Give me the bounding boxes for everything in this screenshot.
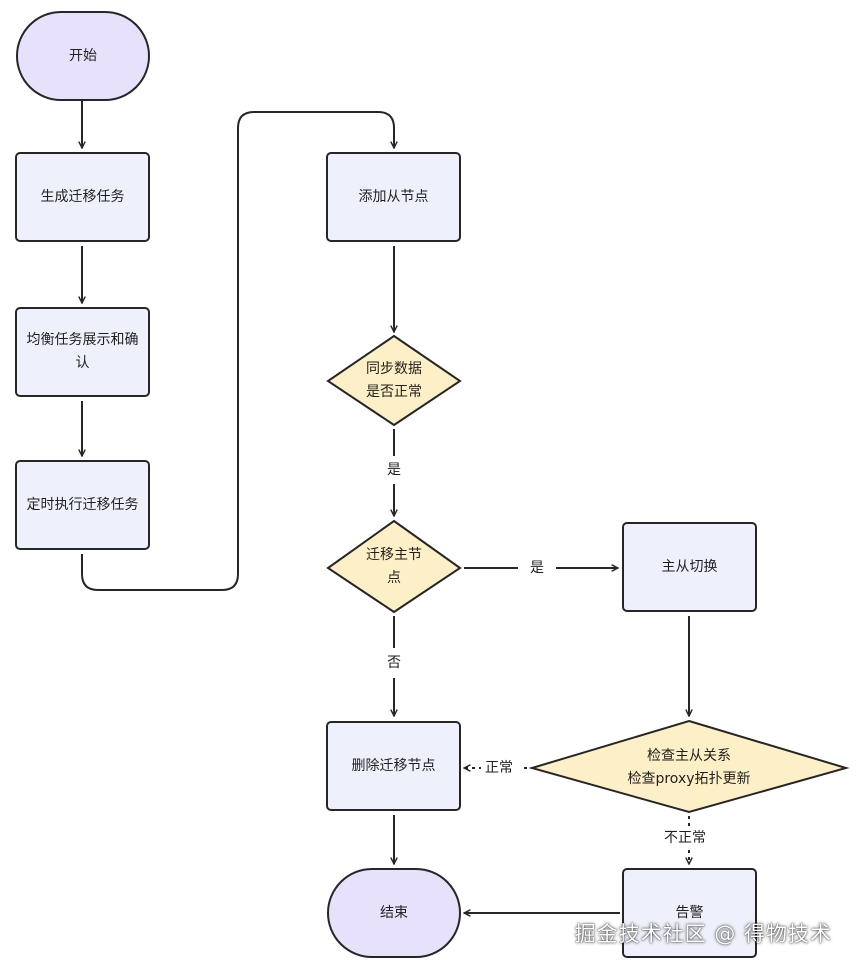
start-label: 开始: [69, 47, 97, 64]
gen-task-node: 生成迁移任务: [15, 152, 150, 242]
sync-check-line1: 同步数据: [366, 361, 422, 377]
migrate-master-diamond-shape: [326, 519, 462, 614]
gen-task-label: 生成迁移任务: [40, 188, 125, 205]
check-line2: 检查proxy拓扑更新: [627, 771, 751, 787]
balance-show-label: 均衡任务展示和确认: [26, 332, 139, 371]
check-line1: 检查主从关系: [647, 748, 731, 764]
alarm-label: 告警: [675, 904, 704, 921]
master-slave-switch-label: 主从切换: [661, 558, 718, 575]
add-slave-node: 添加从节点: [326, 152, 461, 242]
migrate-master-line2: 点: [387, 570, 401, 586]
check-diamond-shape: [528, 719, 850, 814]
check-abnormal-label: 不正常: [660, 828, 710, 848]
timed-exec-node: 定时执行迁移任务: [15, 460, 150, 550]
delete-node-label: 删除迁移节点: [351, 757, 436, 774]
alarm-node: 告警: [622, 868, 757, 958]
check-normal-label: 正常: [481, 758, 517, 778]
delete-node-node: 删除迁移节点: [326, 721, 461, 811]
add-slave-label: 添加从节点: [358, 188, 429, 205]
migrate-no-label: 否: [383, 653, 405, 673]
migrate-yes-label: 是: [526, 558, 548, 578]
sync-check-line2: 是否正常: [366, 384, 422, 400]
edge-timed-to-add-slave: [81, 111, 394, 591]
end-label: 结束: [380, 904, 408, 921]
migrate-master-line1: 迁移主节: [366, 547, 422, 563]
sync-check-diamond: 同步数据 是否正常: [334, 356, 454, 406]
end-node: 结束: [327, 868, 461, 958]
sync-yes-label: 是: [383, 460, 405, 480]
check-diamond: 检查主从关系 检查proxy拓扑更新: [589, 743, 789, 793]
timed-exec-label: 定时执行迁移任务: [26, 496, 139, 513]
start-node: 开始: [16, 11, 150, 101]
master-slave-switch-node: 主从切换: [622, 522, 757, 612]
balance-show-node: 均衡任务展示和确认: [15, 307, 150, 397]
watermark-text: 掘金技术社区 @ 得物技术: [574, 922, 832, 946]
migrate-master-diamond: 迁移主节 点: [334, 542, 454, 592]
sync-check-diamond-shape: [326, 334, 462, 427]
